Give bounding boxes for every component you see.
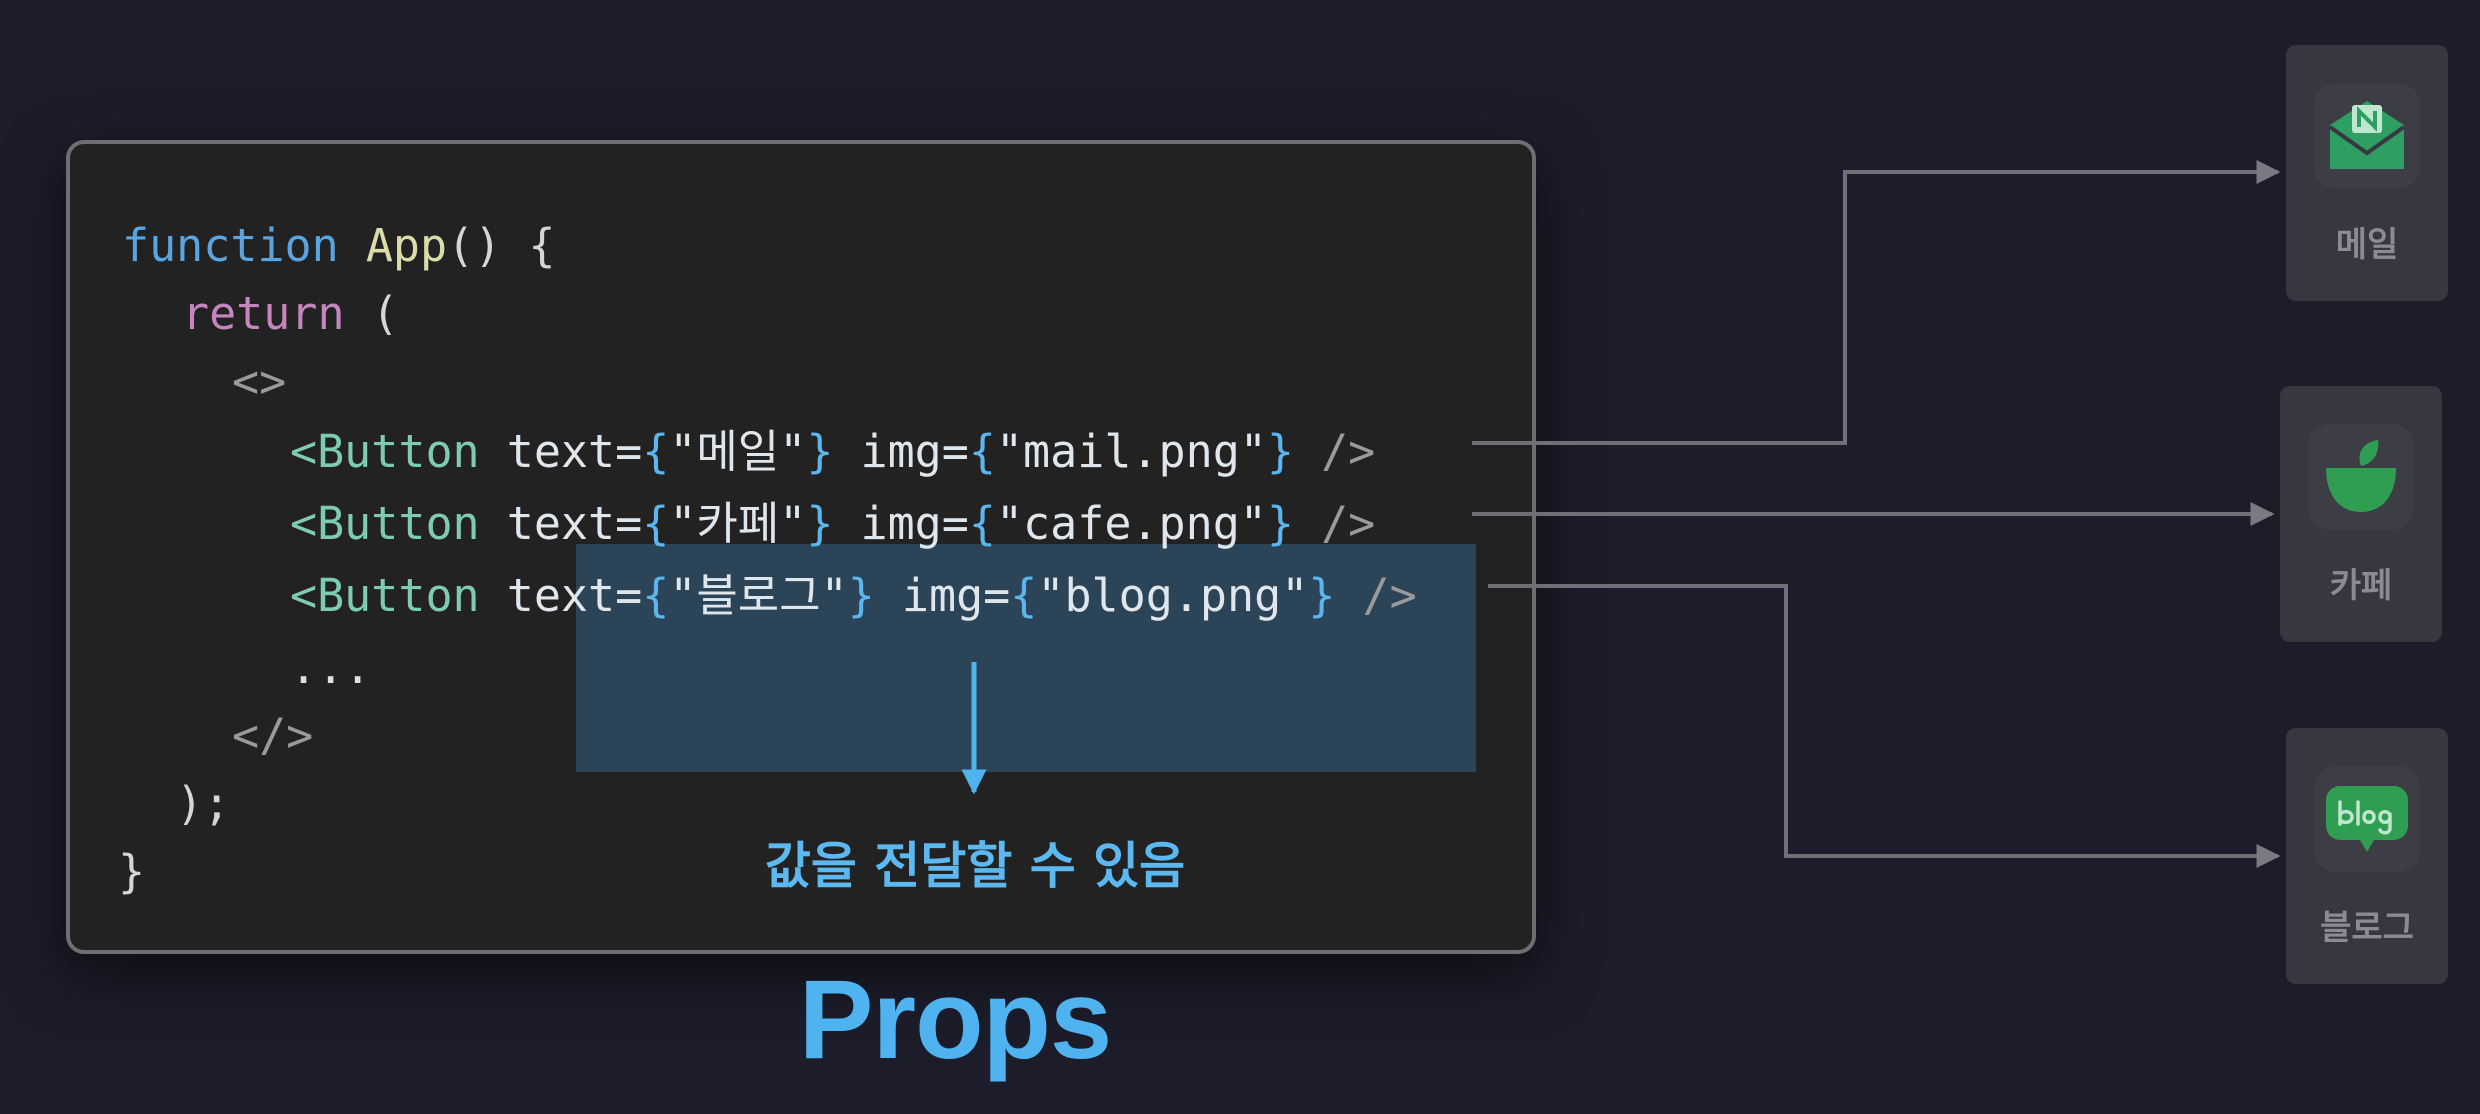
attr-img: img= bbox=[860, 497, 969, 550]
self-close: /> bbox=[1321, 425, 1376, 478]
mail-envelope-icon bbox=[2314, 83, 2420, 189]
code-line-function: function App() { bbox=[122, 218, 556, 274]
self-close: /> bbox=[1321, 497, 1376, 550]
code-line-return: return ( bbox=[182, 286, 399, 342]
ellipsis: ... bbox=[290, 641, 372, 694]
card-cafe[interactable]: 카페 bbox=[2280, 386, 2442, 642]
card-label-cafe: 카페 bbox=[2329, 566, 2393, 606]
return-paren: ( bbox=[344, 287, 399, 340]
connector-mail bbox=[1472, 160, 2281, 445]
card-label-mail: 메일 bbox=[2335, 225, 2399, 265]
value-text: "블로그" bbox=[669, 569, 848, 622]
code-line-button-blog: <Button text={"블로그"} img={"blog.png"} /> bbox=[290, 569, 1417, 622]
code-line-button-mail: <Button text={"메일"} img={"mail.png"} /> bbox=[290, 425, 1376, 478]
code-line-button-cafe: <Button text={"카페"} img={"cafe.png"} /> bbox=[290, 497, 1376, 550]
card-blog[interactable]: 블로그 bbox=[2286, 728, 2448, 984]
props-highlight bbox=[576, 544, 1476, 772]
value-img: "blog.png" bbox=[1037, 569, 1309, 622]
keyword-return: return bbox=[182, 287, 345, 340]
function-signature: () { bbox=[447, 219, 556, 272]
fragment-open: <> bbox=[232, 355, 287, 408]
attr-text: text= bbox=[506, 569, 643, 622]
attr-img: img= bbox=[901, 569, 1011, 622]
function-name: App bbox=[365, 219, 448, 272]
button-tag: <Button bbox=[290, 569, 480, 622]
attr-img: img= bbox=[860, 425, 969, 478]
connector-blog bbox=[1488, 584, 2281, 868]
return-close: ); bbox=[176, 777, 231, 830]
value-text: "메일" bbox=[669, 425, 807, 478]
function-close: } bbox=[118, 845, 146, 898]
value-img: "cafe.png" bbox=[995, 497, 1267, 550]
attr-text: text= bbox=[506, 425, 643, 478]
keyword-function: function bbox=[122, 219, 339, 272]
fragment-close: </> bbox=[232, 709, 314, 762]
value-img: "mail.png" bbox=[995, 425, 1267, 478]
props-title: Props bbox=[798, 957, 1112, 1082]
caption: 값을 전달할 수 있음 bbox=[764, 837, 1186, 895]
card-label-blog: 블로그 bbox=[2320, 908, 2414, 948]
code-panel: function App() { return ( <> <Button tex… bbox=[66, 140, 1536, 954]
value-text: "카페" bbox=[669, 497, 807, 550]
card-mail[interactable]: 메일 bbox=[2286, 45, 2448, 301]
button-tag: <Button bbox=[290, 497, 480, 550]
button-tag: <Button bbox=[290, 425, 480, 478]
self-close: /> bbox=[1362, 569, 1417, 622]
blog-bubble-icon bbox=[2314, 766, 2420, 872]
cafe-cup-icon bbox=[2308, 424, 2414, 530]
attr-text: text= bbox=[506, 497, 643, 550]
